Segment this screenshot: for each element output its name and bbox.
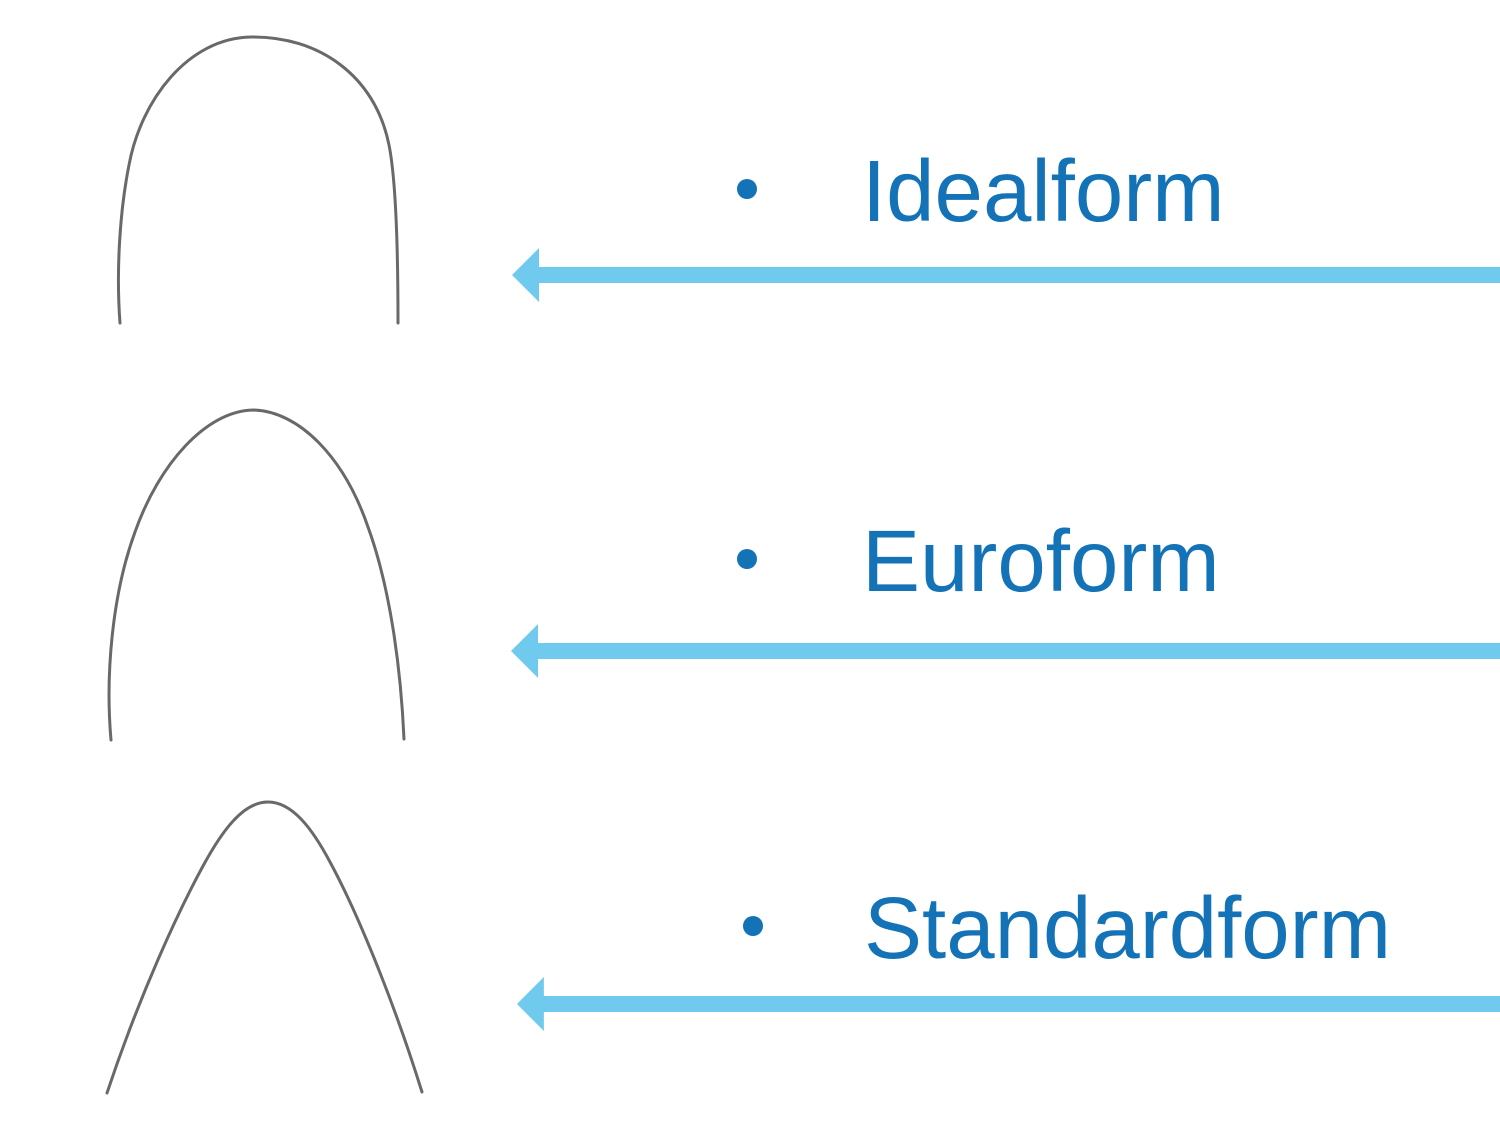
bullet-dot-icon: [737, 549, 757, 569]
archwire-euroform-icon: [107, 408, 406, 742]
arrow-left-shape: [512, 248, 1500, 302]
list-item-label-euroform: Euroform: [862, 513, 1220, 610]
archwire-standardform-icon: [105, 800, 424, 1095]
archwire-idealform-path: [116, 35, 400, 325]
archwire-standardform-path: [105, 800, 424, 1095]
arrow-left-shape: [511, 624, 1500, 678]
archwire-idealform-icon: [116, 35, 400, 325]
arrow-left-shape: [517, 977, 1500, 1031]
arrow-left-icon: [517, 977, 1500, 1031]
bullet-dot-icon: [743, 916, 763, 936]
arrow-left-icon: [511, 624, 1500, 678]
archwire-euroform-path: [107, 408, 406, 742]
bullet-dot-icon: [737, 179, 757, 199]
list-item-label-idealform: Idealform: [862, 143, 1225, 240]
list-item-label-standardform: Standardform: [864, 880, 1392, 977]
arrow-left-icon: [512, 248, 1500, 302]
